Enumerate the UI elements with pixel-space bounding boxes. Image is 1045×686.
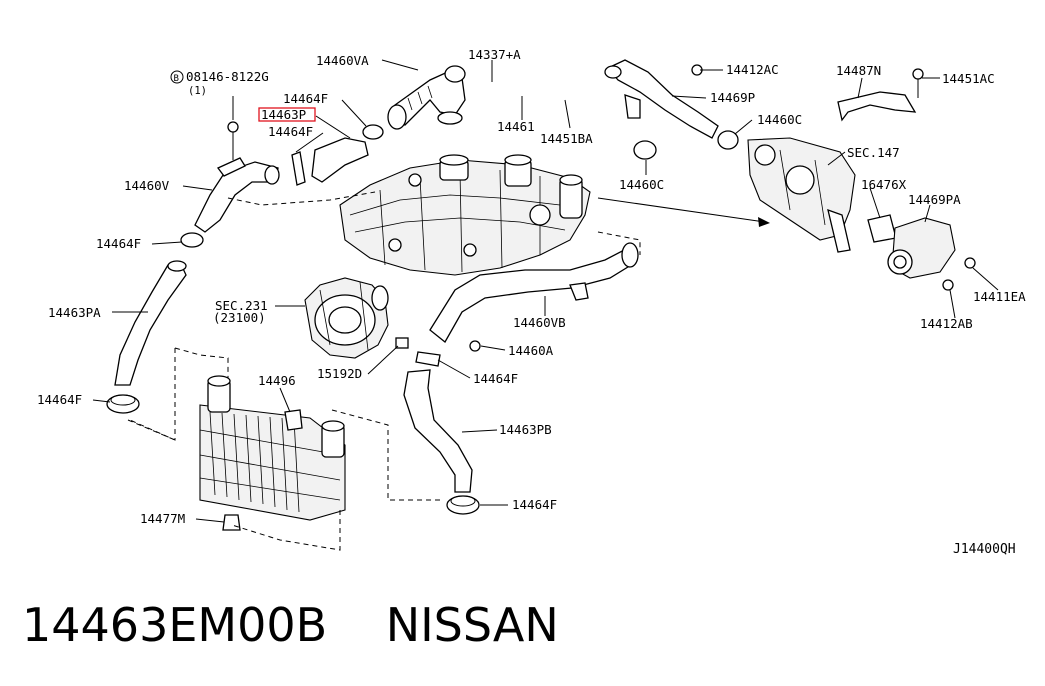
label-sec147[interactable]: SEC.147	[847, 145, 900, 160]
label-sec231[interactable]: SEC.231	[215, 298, 268, 313]
label-14477M[interactable]: 14477M	[140, 511, 185, 526]
label-14460VA[interactable]: 14460VA	[316, 53, 369, 68]
callout-b: B	[174, 74, 179, 84]
label-14463PA[interactable]: 14463PA	[48, 305, 101, 320]
label-14496[interactable]: 14496	[258, 373, 296, 388]
label-15192D[interactable]: 15192D	[317, 366, 362, 381]
label-14464F-center[interactable]: 14464F	[473, 371, 518, 386]
label-14464F-bottom[interactable]: 14464F	[512, 497, 557, 512]
label-14460V[interactable]: 14460V	[124, 178, 170, 193]
label-23100: (23100)	[213, 310, 266, 325]
label-bolt-qty: (1)	[188, 85, 207, 97]
bracket-14487N	[837, 91, 917, 122]
label-14337A[interactable]: 14337+A	[468, 47, 521, 62]
label-14451AC[interactable]: 14451AC	[942, 71, 995, 86]
label-14464F-lower[interactable]: 14464F	[37, 392, 82, 407]
hose-14463PA	[114, 261, 187, 386]
engine-head-illustration	[339, 154, 591, 276]
turbocharger-sec231	[304, 277, 389, 359]
parts-diagram: B 08146-8122G (1) 14460VA 14337+A 14464F…	[37, 47, 1026, 551]
label-14463P-highlighted[interactable]: 14463P	[261, 107, 306, 122]
flange-14469PA	[887, 217, 956, 279]
label-14451BA[interactable]: 14451BA	[540, 131, 593, 146]
callout-b-circle	[170, 70, 184, 84]
gasket-16476X	[867, 214, 897, 243]
label-14412AB[interactable]: 14412AB	[920, 316, 973, 331]
intercooler-14496	[199, 375, 346, 521]
label-14464F-top[interactable]: 14464F	[283, 91, 328, 106]
sensor-15192D	[395, 337, 409, 349]
pipe-14460VB	[429, 242, 639, 343]
label-14487N[interactable]: 14487N	[836, 63, 881, 78]
label-14469PA[interactable]: 14469PA	[908, 192, 961, 207]
caption-brand: NISSAN	[385, 598, 559, 652]
label-14460C-right[interactable]: 14460C	[757, 112, 802, 127]
clamp-14464F-mid	[291, 151, 306, 186]
label-14460VB[interactable]: 14460VB	[513, 315, 566, 330]
o-ring-14460C-left	[633, 140, 657, 160]
mount-14477M	[222, 514, 241, 531]
label-14464F-mid[interactable]: 14464F	[268, 124, 313, 139]
caption-spacer	[327, 598, 386, 652]
caption-part-number: 14463EM00B	[22, 598, 328, 652]
clamp-14464F-top	[362, 124, 384, 140]
label-bolt-spec[interactable]: 08146-8122G	[186, 69, 269, 84]
label-14461[interactable]: 14461	[497, 119, 535, 134]
egr-valve-sec147	[747, 137, 856, 253]
label-14411EA[interactable]: 14411EA	[973, 289, 1026, 304]
part-caption: 14463EM00B NISSAN	[22, 598, 559, 652]
label-14469P[interactable]: 14469P	[710, 90, 755, 105]
highlight-box-14463P	[258, 107, 316, 122]
label-14412AC[interactable]: 14412AC	[726, 62, 779, 77]
label-16476X[interactable]: 16476X	[861, 177, 907, 192]
label-14460A[interactable]: 14460A	[508, 343, 554, 358]
o-ring-14460C-right	[717, 130, 739, 150]
pipe-14469P	[604, 59, 719, 139]
clamp-14464F-center	[415, 351, 441, 367]
label-14460C-left[interactable]: 14460C	[619, 177, 664, 192]
clamp-14464F-left	[180, 232, 204, 248]
hose-14463PB	[403, 369, 473, 493]
diagram-reference-code: J14400QH	[953, 542, 1016, 557]
hose-14463P	[311, 137, 369, 183]
intake-pipe-14460VA	[387, 65, 466, 130]
label-14463PB[interactable]: 14463PB	[499, 422, 552, 437]
label-14464F-left[interactable]: 14464F	[96, 236, 141, 251]
